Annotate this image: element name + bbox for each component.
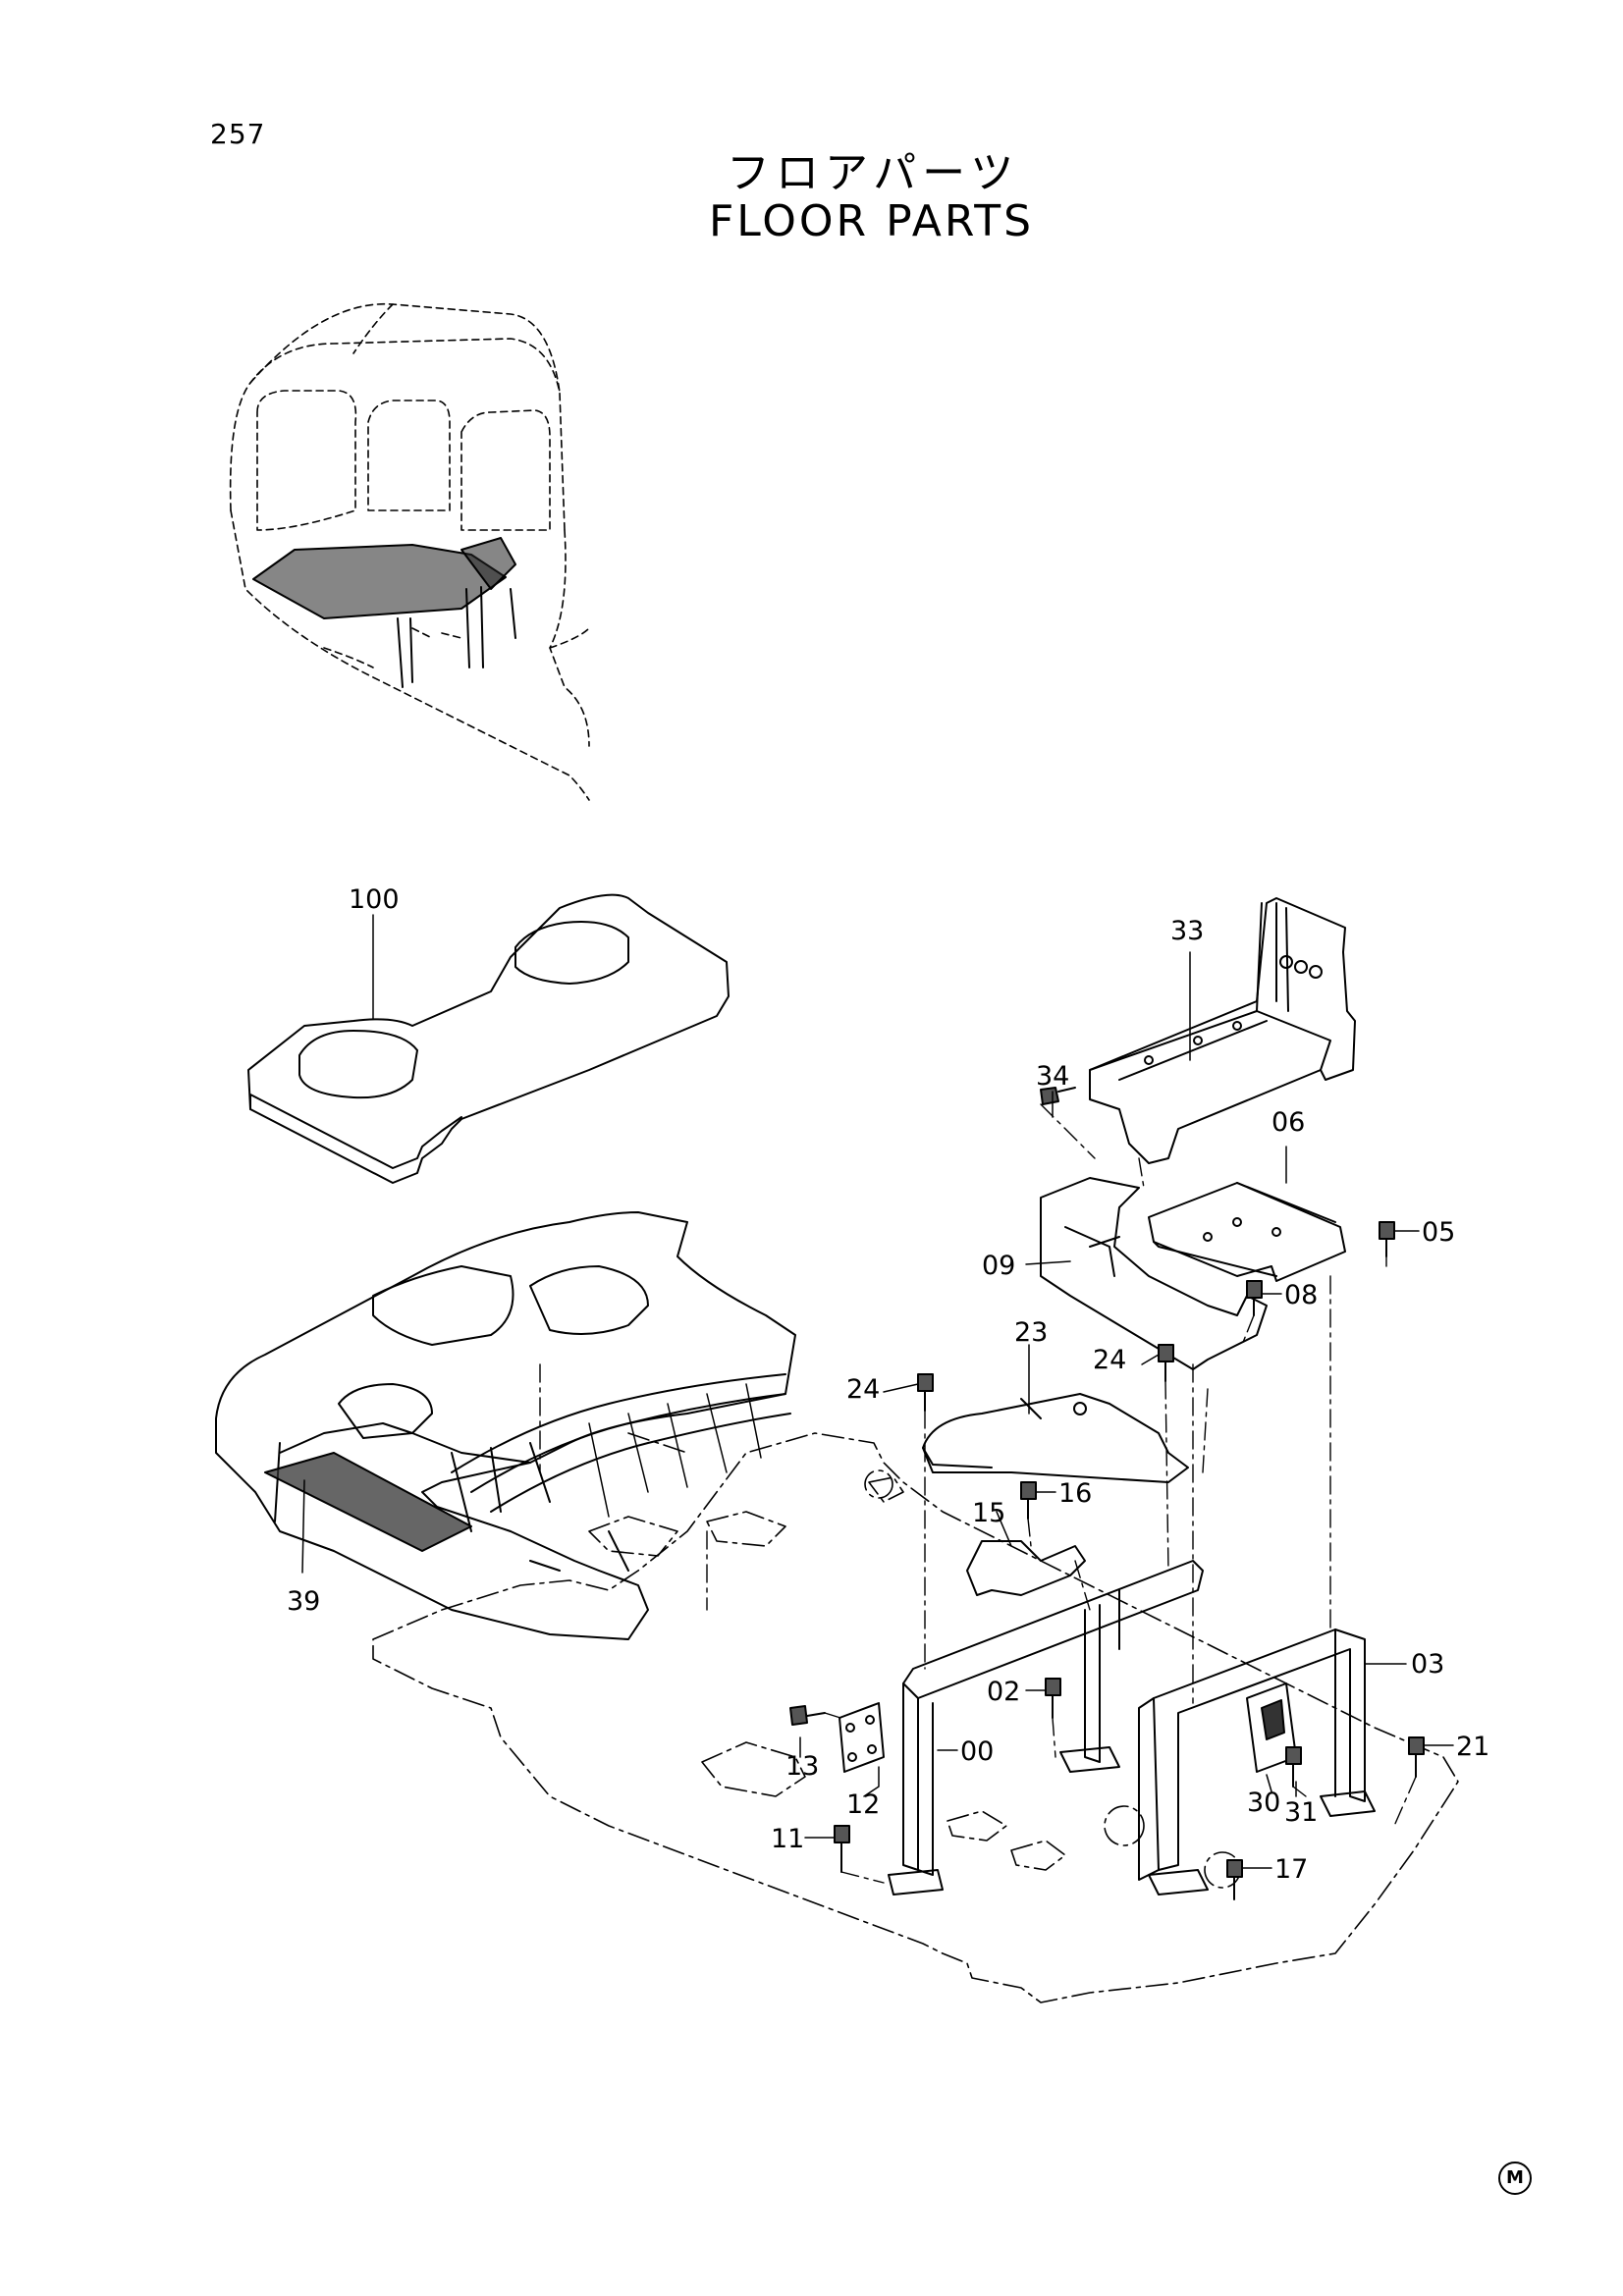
- bolt-21: [1408, 1736, 1425, 1778]
- callout-00: 00: [960, 1736, 994, 1767]
- plate-part-12: [839, 1702, 885, 1773]
- bolt-31: [1285, 1746, 1302, 1788]
- callout-34: 34: [1036, 1061, 1069, 1092]
- callout-16: 16: [1058, 1478, 1092, 1509]
- bolt-34: [1040, 1087, 1076, 1105]
- callout-21: 21: [1456, 1732, 1489, 1762]
- callout-23: 23: [1014, 1317, 1048, 1348]
- stand-part-00: [888, 1560, 1204, 1896]
- callout-15: 15: [972, 1498, 1005, 1528]
- callout-17: 17: [1274, 1854, 1308, 1885]
- cab-floor-highlight: [252, 537, 516, 688]
- bolt-17: [1226, 1859, 1243, 1900]
- callout-39: 39: [287, 1586, 320, 1617]
- callout-06: 06: [1271, 1107, 1305, 1138]
- callout-24-left: 24: [846, 1374, 880, 1405]
- page-number: 257: [210, 118, 266, 150]
- bracket-part-33: [1089, 897, 1356, 1164]
- callout-33: 33: [1170, 916, 1204, 946]
- callout-31: 31: [1284, 1797, 1318, 1828]
- bolt-24a: [917, 1373, 934, 1412]
- floor-plate-outline: [372, 1432, 1459, 2003]
- title-japanese: フロアパーツ: [727, 148, 1020, 198]
- callout-13: 13: [785, 1751, 819, 1782]
- callout-11: 11: [771, 1824, 804, 1854]
- bolts: [789, 1087, 1425, 1900]
- bolt-02: [1045, 1678, 1061, 1719]
- callout-08: 08: [1284, 1280, 1318, 1310]
- bolt-11: [834, 1825, 850, 1873]
- callout-30: 30: [1247, 1788, 1280, 1818]
- callout-03: 03: [1411, 1649, 1444, 1680]
- bolt-08: [1246, 1280, 1263, 1316]
- gusset-part-23: [922, 1393, 1189, 1483]
- callout-02: 02: [987, 1677, 1020, 1707]
- bolt-24b: [1158, 1344, 1174, 1382]
- title-english: FLOOR PARTS: [709, 196, 1035, 246]
- callout-05: 05: [1422, 1217, 1455, 1248]
- callout-24-right: 24: [1093, 1345, 1126, 1375]
- stand-part-03: [1138, 1629, 1376, 1896]
- callout-labels: 100 39 33 34 06 05 09 08 23 24 24 15 16 …: [287, 884, 1489, 1885]
- callout-09: 09: [982, 1251, 1015, 1281]
- bolt-13: [789, 1705, 826, 1726]
- plate-part-09: [1040, 1177, 1268, 1370]
- plate-part-06: [1148, 1182, 1346, 1282]
- footer-circled-m-mark: M: [1498, 2162, 1532, 2195]
- floor-mat-part-100: [247, 893, 730, 1184]
- callout-leader-lines: [301, 914, 1454, 1869]
- cab-overview-illustration: [229, 302, 590, 801]
- callout-100: 100: [349, 884, 400, 915]
- callout-12: 12: [846, 1789, 880, 1820]
- floor-tray-part-39: [215, 1211, 796, 1640]
- assembly-guide-lines: [539, 1103, 1417, 1884]
- bolt-05: [1379, 1221, 1395, 1257]
- bolt-16: [1020, 1481, 1037, 1520]
- bracket-part-15: [966, 1540, 1086, 1596]
